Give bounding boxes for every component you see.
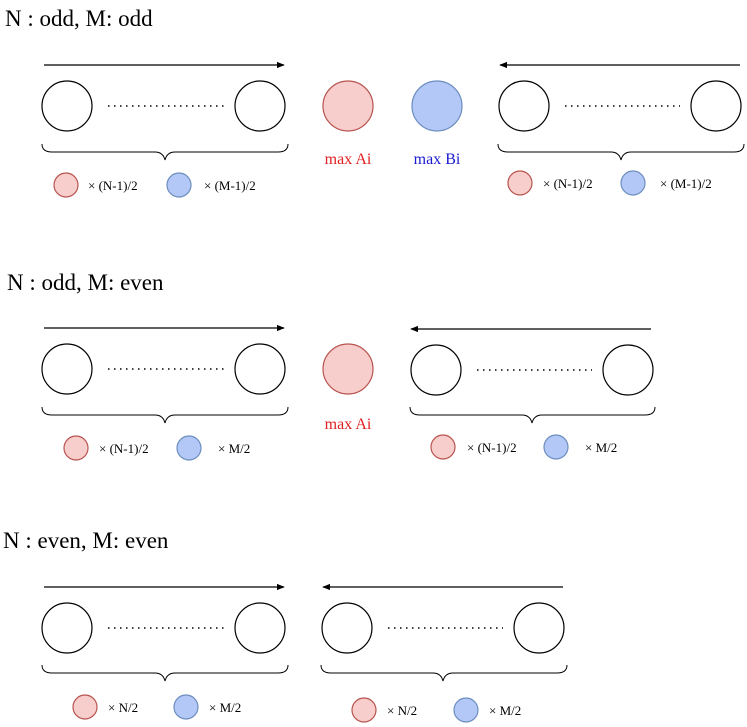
- node-circle: [690, 80, 742, 132]
- max-a-label: max Ai: [325, 151, 372, 168]
- node-circle: [513, 602, 565, 654]
- left-group: × (N-1)/2 × M/2: [41, 324, 289, 461]
- section-heading: N : odd, M: even: [7, 270, 164, 295]
- red-count-label: × N/2: [108, 700, 138, 715]
- blue-count-circle: [166, 172, 192, 198]
- max-b-label: max Bi: [414, 151, 461, 168]
- right-group: × (N-1)/2 × (M-1)/2: [497, 61, 745, 196]
- group-brace: [41, 664, 289, 682]
- node-circle: [234, 343, 286, 395]
- red-count-label: × (N-1)/2: [543, 176, 593, 191]
- node-circle: [41, 343, 93, 395]
- section-odd-odd: N : odd, M: odd × (N-1)/2 × (M-1)/2 max …: [5, 6, 745, 198]
- blue-count-circle: [543, 434, 569, 460]
- blue-count-circle: [620, 170, 646, 196]
- blue-count-circle: [173, 694, 199, 720]
- section-heading: N : odd, M: odd: [5, 6, 153, 31]
- node-circle: [234, 602, 286, 654]
- node-circle: [41, 80, 93, 132]
- group-brace: [497, 143, 745, 161]
- max-a-circle: [322, 80, 374, 132]
- node-circle: [602, 344, 654, 396]
- section-even-even: N : even, M: even × N/2 × M/2 × N/2 × M/…: [3, 528, 568, 723]
- group-brace: [320, 664, 568, 682]
- max-b-circle: [411, 80, 463, 132]
- red-count-circle: [430, 434, 456, 460]
- section-odd-even: N : odd, M: even × (N-1)/2 × M/2 max Ai …: [7, 270, 656, 461]
- red-count-circle: [507, 170, 533, 196]
- group-brace: [41, 406, 289, 424]
- group-brace: [41, 143, 289, 161]
- node-circle: [498, 80, 550, 132]
- blue-count-circle: [176, 435, 202, 461]
- blue-count-label: × M/2: [209, 700, 241, 715]
- section-heading: N : even, M: even: [3, 528, 169, 553]
- blue-count-label: × M/2: [489, 703, 521, 718]
- red-count-circle: [63, 435, 89, 461]
- red-count-circle: [53, 172, 79, 198]
- node-circle: [410, 344, 462, 396]
- red-count-label: × (N-1)/2: [99, 441, 149, 456]
- node-circle: [321, 602, 373, 654]
- red-count-label: × (N-1)/2: [467, 440, 517, 455]
- red-count-label: × (N-1)/2: [88, 178, 138, 193]
- right-group: × N/2 × M/2: [320, 583, 568, 723]
- max-a-label: max Ai: [325, 416, 372, 433]
- red-count-circle: [72, 694, 98, 720]
- red-count-circle: [351, 697, 377, 723]
- blue-count-label: × (M-1)/2: [204, 178, 256, 193]
- node-circle: [234, 80, 286, 132]
- right-group: × (N-1)/2 × M/2: [409, 325, 656, 460]
- blue-count-label: × M/2: [585, 440, 617, 455]
- left-group: × N/2 × M/2: [41, 583, 289, 720]
- group-brace: [409, 406, 656, 424]
- max-a-circle: [322, 343, 374, 395]
- blue-count-label: × (M-1)/2: [660, 176, 712, 191]
- blue-count-label: × M/2: [218, 441, 250, 456]
- left-group: × (N-1)/2 × (M-1)/2: [41, 61, 289, 198]
- node-circle: [41, 602, 93, 654]
- blue-count-circle: [453, 697, 479, 723]
- red-count-label: × N/2: [387, 703, 417, 718]
